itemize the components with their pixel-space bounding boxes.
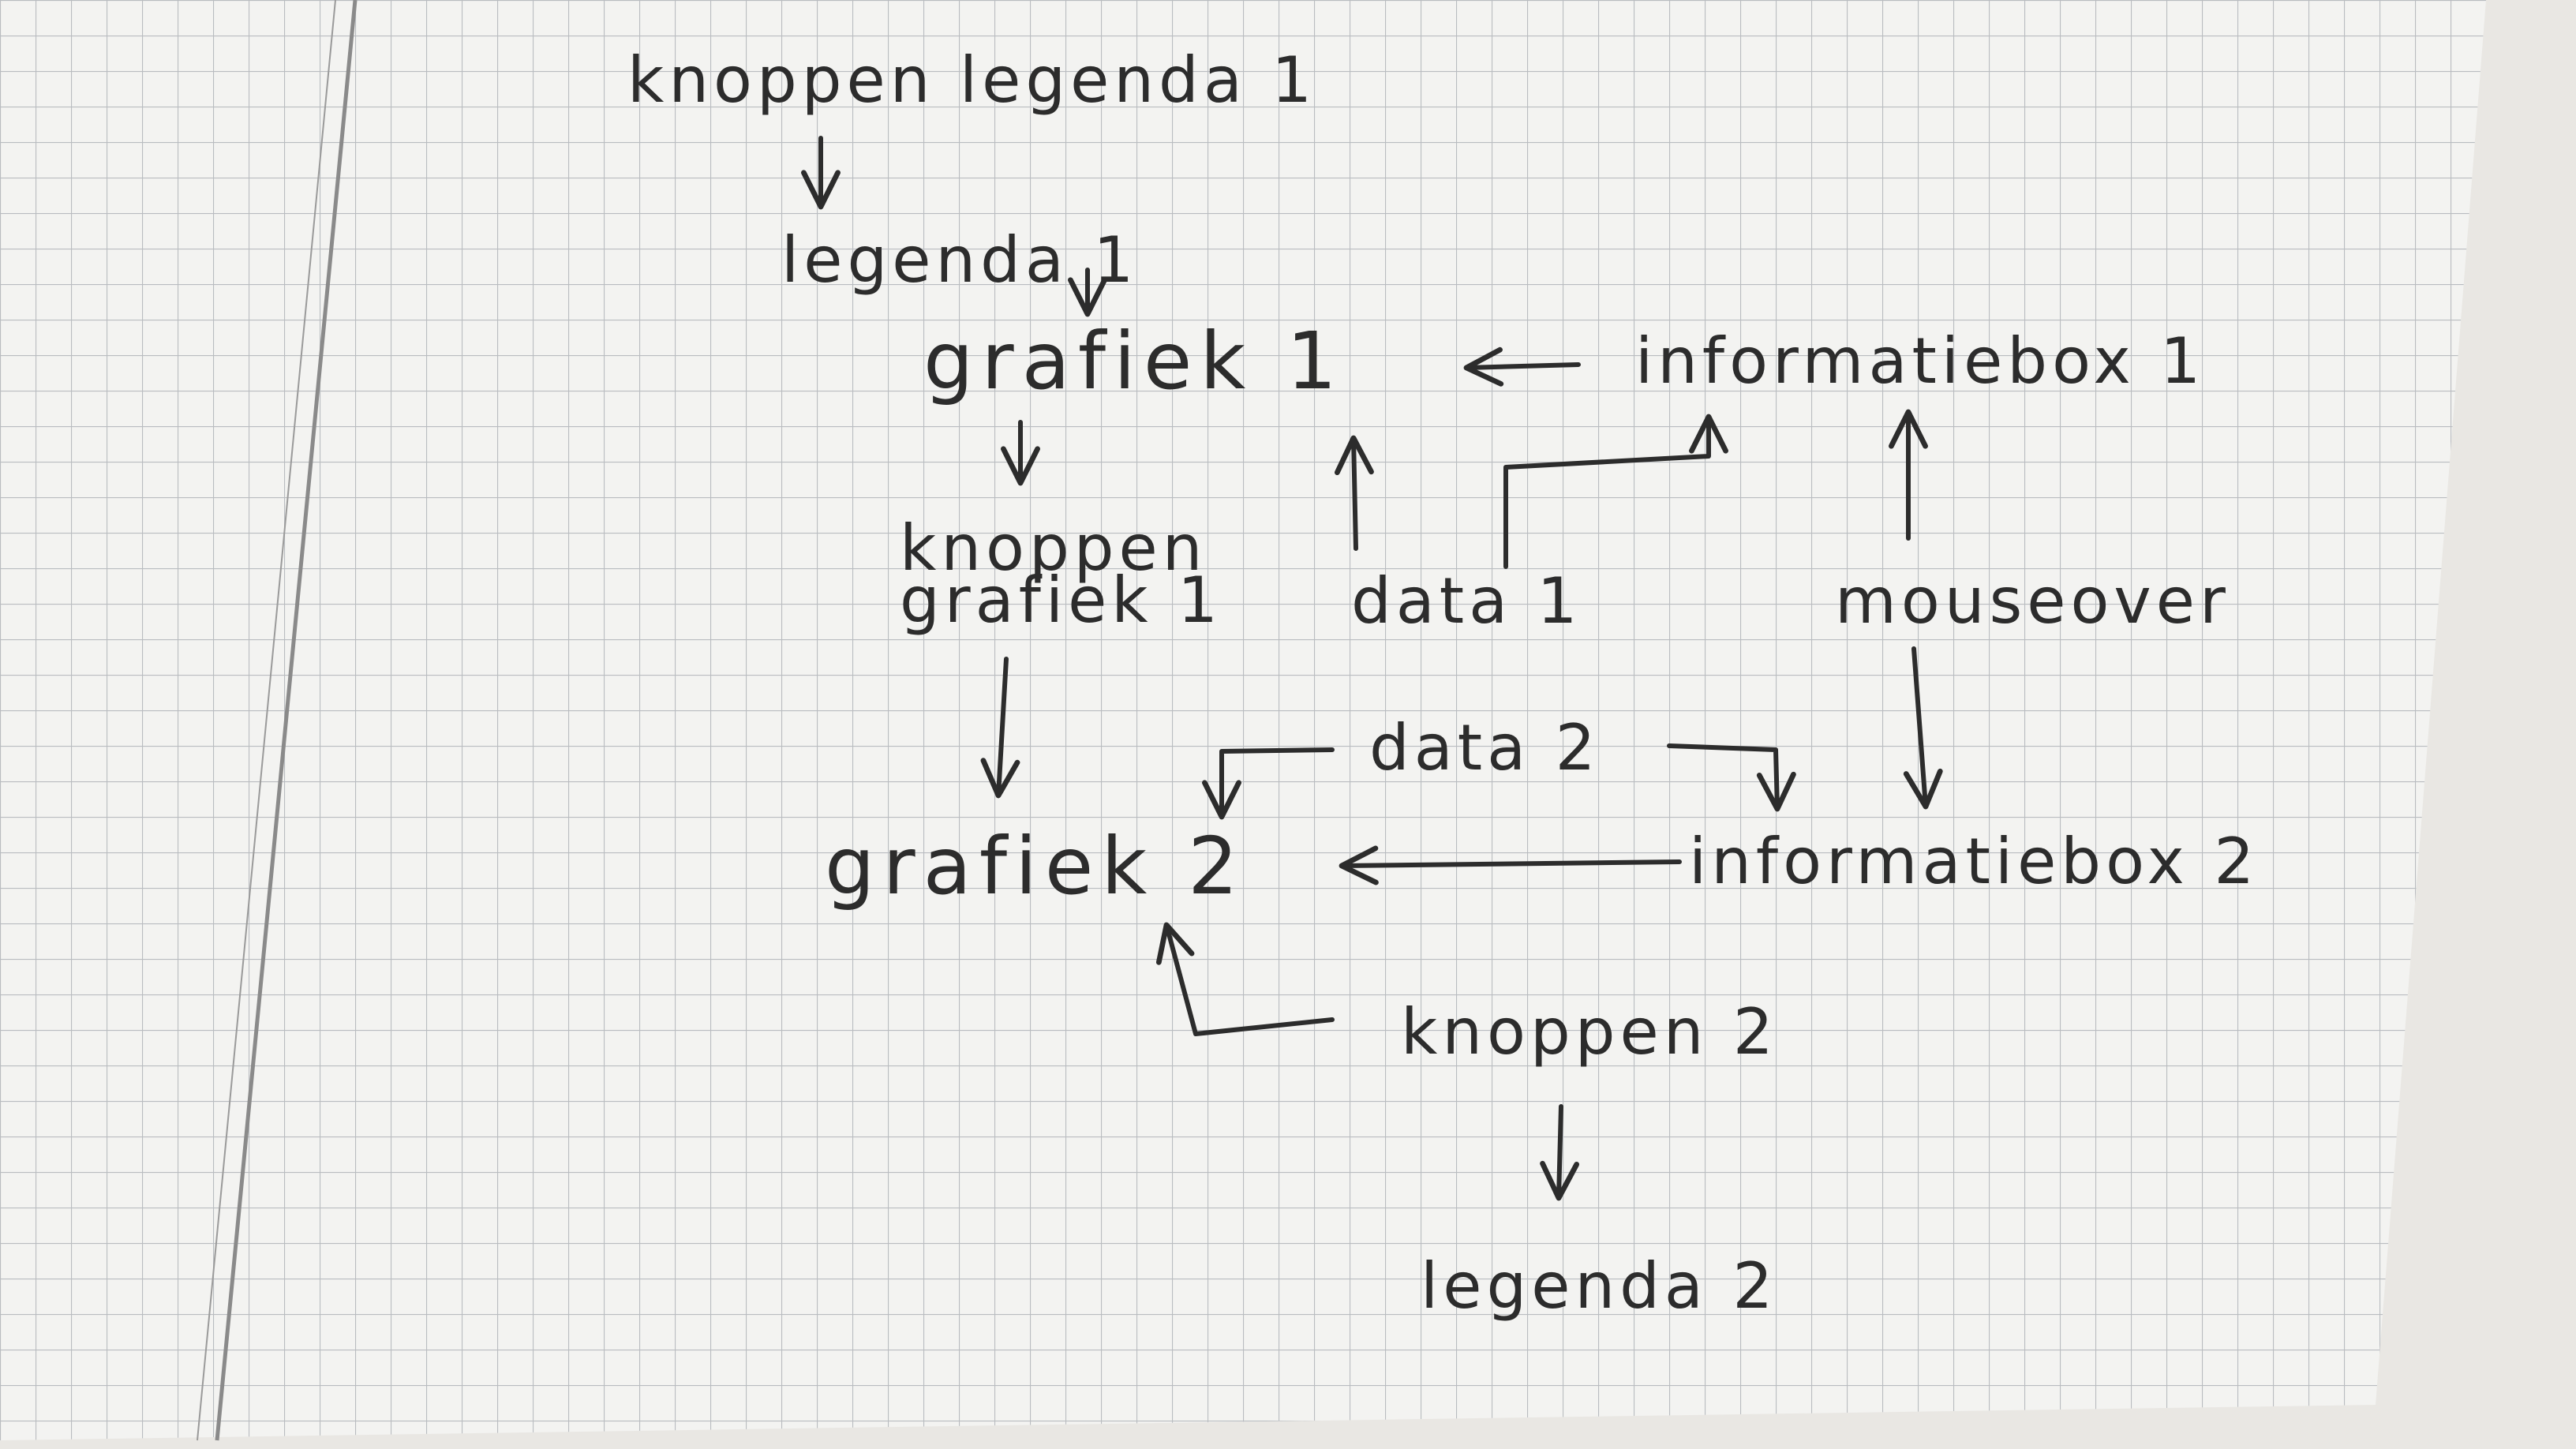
grid-paper — [0, 0, 2486, 1441]
node-mouseover: mouseover — [1835, 564, 2230, 638]
edge-informatiebox-2-to-grafiek-2 — [1339, 845, 1682, 886]
node-data-2: data 2 — [1369, 711, 1601, 784]
edge-data-1-to-grafiek-1 — [1334, 435, 1374, 551]
edge-informatiebox-1-to-grafiek-1 — [1463, 346, 1581, 387]
node-informatiebox-2: informatiebox 2 — [1689, 825, 2260, 898]
node-knoppen-grafiek-1: knoppen grafiek 1 — [900, 511, 1222, 637]
edge-knoppen-2-to-legenda-2 — [1540, 1104, 1580, 1201]
node-legenda-2: legenda 2 — [1421, 1249, 1778, 1323]
node-knoppen-grafiek-1-line2: grafiek 1 — [900, 563, 1222, 637]
edge-knoppen-2-to-grafiek-2 — [1155, 922, 1335, 1036]
edge-mouseover-to-informatiebox-2 — [1903, 646, 1943, 810]
node-informatiebox-1: informatiebox 1 — [1635, 324, 2206, 398]
paper-grid — [0, 0, 2486, 1440]
edge-data-2-to-informatiebox-2 — [1667, 743, 1796, 812]
margin-line-inner — [197, 0, 336, 1441]
edge-data-1-to-informatiebox-1 — [1503, 414, 1728, 569]
node-grafiek-1: grafiek 1 — [923, 315, 1345, 407]
diagram-edges — [801, 136, 1943, 1201]
node-data-1: data 1 — [1351, 564, 1582, 638]
margin-line — [215, 0, 358, 1441]
node-knoppen-grafiek-1-line1: knoppen — [900, 511, 1208, 585]
node-knoppen-legenda-1: knoppen legenda 1 — [627, 43, 1317, 117]
node-grafiek-2: grafiek 2 — [825, 820, 1246, 912]
edge-knoppen-grafiek-1-to-grafiek-2 — [980, 657, 1020, 799]
node-legenda-1: legenda 1 — [781, 223, 1139, 297]
node-knoppen-2: knoppen 2 — [1401, 995, 1778, 1069]
edge-data-2-to-grafiek-2 — [1202, 747, 1335, 820]
